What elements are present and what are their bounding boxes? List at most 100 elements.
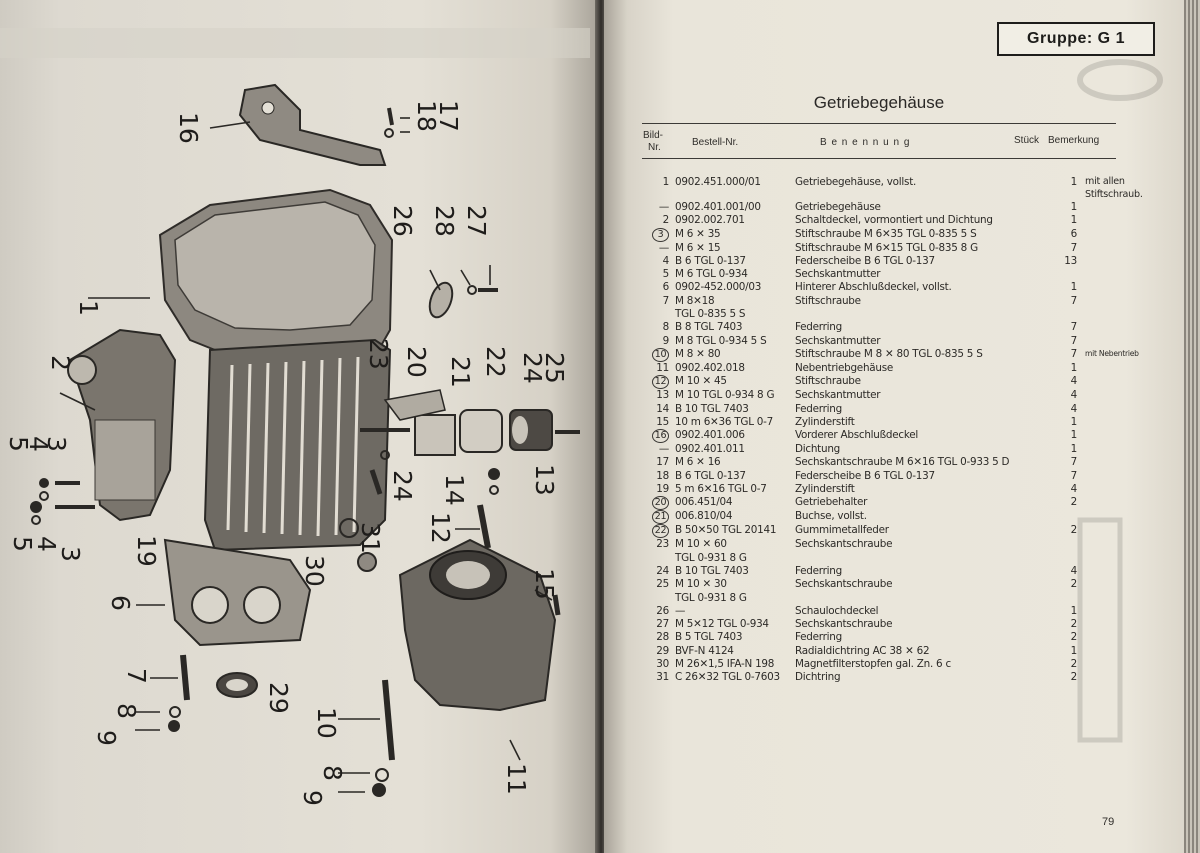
remark-cell bbox=[1085, 375, 1163, 389]
order-number-cell: M 5✕12 TGL 0-934 bbox=[675, 618, 769, 631]
order-number-cell: BVF-N 4124 bbox=[675, 644, 734, 657]
callout-7: 7 bbox=[122, 668, 151, 684]
gearbox-housing bbox=[158, 188, 394, 552]
quantity-cell: 4 bbox=[1070, 402, 1078, 415]
callout-8: 8 bbox=[112, 703, 141, 719]
callout-5: 5 bbox=[8, 536, 37, 552]
part-number-cell: 8 bbox=[662, 321, 670, 334]
order-number-cell: 0902.401.006 bbox=[675, 429, 745, 442]
designation-cell: Federscheibe B 6 TGL 0-137 bbox=[795, 254, 935, 267]
table-row: TGL 0-931 8 G bbox=[642, 552, 1163, 565]
designation-cell: Dichtring bbox=[795, 671, 841, 684]
circled-part-number: 12 bbox=[652, 375, 669, 390]
part-number-cell: 7 bbox=[662, 294, 670, 307]
circled-part-number: 20 bbox=[652, 496, 669, 511]
remark-cell bbox=[1085, 538, 1163, 551]
quantity-cell: 2 bbox=[1070, 578, 1078, 591]
quantity-cell bbox=[1043, 308, 1085, 321]
callout-6: 6 bbox=[106, 595, 135, 611]
part-number-cell: 26 bbox=[656, 604, 669, 617]
quantity-cell: 7 bbox=[1070, 347, 1078, 360]
callout-18: 18 bbox=[412, 100, 441, 132]
header-benennung: B e n e n n u n g bbox=[820, 137, 911, 148]
designation-cell: Getriebegehäuse bbox=[795, 201, 881, 213]
remark-cell bbox=[1085, 429, 1163, 443]
quantity-cell: 1 bbox=[1070, 443, 1078, 456]
order-number-cell: M 6 ✕ 15 bbox=[675, 241, 721, 254]
remark-cell: mit Nebentrieb bbox=[1085, 348, 1139, 358]
page-title: Getriebegehäuse bbox=[813, 93, 945, 112]
designation-cell: Sechskantschraube bbox=[795, 618, 893, 631]
part-number-cell: 16 bbox=[642, 429, 675, 444]
designation-cell: Zylinderstift bbox=[795, 483, 855, 496]
quantity-cell: 7 bbox=[1070, 321, 1078, 334]
remark-cell bbox=[1085, 645, 1163, 658]
quantity-cell: 2 bbox=[1070, 631, 1078, 644]
callout-22: 22 bbox=[481, 346, 510, 378]
callout-30: 30 bbox=[300, 555, 329, 587]
order-number-cell: 5 m 6✕16 TGL 0-7 bbox=[675, 483, 767, 496]
callout-12: 12 bbox=[426, 512, 455, 544]
callout-2: 2 bbox=[46, 355, 75, 371]
quantity-cell: 1 bbox=[1070, 201, 1078, 213]
order-number-cell: 0902.401.001/00 bbox=[675, 201, 761, 213]
callout-19: 19 bbox=[132, 535, 161, 567]
shift-cover bbox=[67, 328, 177, 522]
designation-cell: Stiftschraube M 8 ✕ 80 TGL 0-835 5 S bbox=[795, 347, 983, 360]
quantity-cell: 2 bbox=[1070, 524, 1078, 537]
remark-cell bbox=[1085, 565, 1163, 578]
remark-cell bbox=[1085, 321, 1163, 334]
quantity-cell: 13 bbox=[1064, 254, 1077, 267]
part-number-cell: 1 bbox=[662, 176, 670, 188]
order-number-cell: B 6 TGL 0-137 bbox=[675, 254, 746, 267]
quantity-cell: 7 bbox=[1070, 241, 1078, 254]
order-number-cell: M 10 ✕ 30 bbox=[675, 578, 727, 591]
part-number-cell: 3 bbox=[642, 227, 675, 242]
front-cover bbox=[238, 83, 387, 166]
designation-cell: Radialdichtring AC 38 ✕ 62 bbox=[795, 644, 930, 657]
part-number-cell: 25 bbox=[656, 578, 669, 591]
order-number-cell: M 8 TGL 0-934 5 S bbox=[675, 334, 767, 347]
designation-cell: Gummimetallfeder bbox=[795, 524, 889, 537]
order-number-cell: B 50✕50 TGL 20141 bbox=[675, 524, 777, 537]
part-number-cell bbox=[642, 592, 675, 605]
callout-21: 21 bbox=[446, 356, 475, 388]
order-number-cell: B 5 TGL 7403 bbox=[675, 631, 743, 644]
remark-cell bbox=[1085, 242, 1163, 255]
part-number-cell: 4 bbox=[662, 254, 670, 267]
table-row: 4 B 6 TGL 0-137 Federscheibe B 6 TGL 0-137… bbox=[642, 255, 1163, 268]
part-number-cell: 28 bbox=[656, 631, 669, 644]
quantity-cell: 1 bbox=[1070, 214, 1078, 227]
callout-16: 16 bbox=[174, 112, 203, 144]
header-nr-line1: Bild- bbox=[643, 130, 664, 141]
callout-9: 9 bbox=[92, 730, 121, 746]
quantity-cell: 1 bbox=[1070, 429, 1078, 442]
part-number-cell: 13 bbox=[656, 389, 669, 402]
header-nr-line2: Nr. bbox=[648, 142, 661, 153]
part-number-cell bbox=[642, 552, 675, 565]
part-number-cell: 5 bbox=[662, 268, 670, 281]
quantity-cell: 4 bbox=[1070, 483, 1078, 496]
part-number-cell: 17 bbox=[656, 456, 669, 469]
quantity-cell bbox=[1043, 552, 1085, 565]
order-number-cell: B 6 TGL 0-137 bbox=[675, 469, 746, 482]
circled-part-number: 16 bbox=[652, 429, 669, 444]
order-number-cell: TGL 0-931 8 G bbox=[675, 551, 747, 564]
designation-cell: Federscheibe B 6 TGL 0-137 bbox=[795, 469, 935, 482]
remark-cell bbox=[1085, 268, 1163, 281]
part-number-cell: 21 bbox=[642, 510, 675, 525]
